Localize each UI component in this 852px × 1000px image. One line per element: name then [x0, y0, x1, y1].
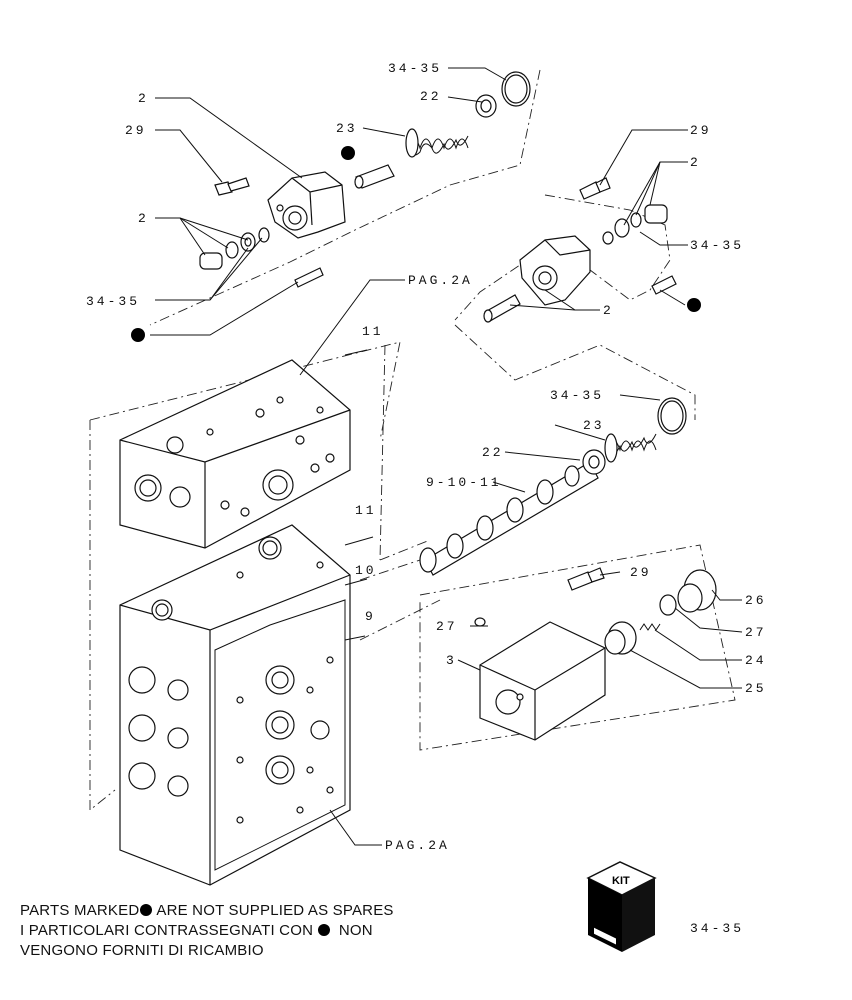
label-34-35: 34-35: [86, 294, 140, 309]
label-10: 10: [355, 563, 377, 578]
label-29: 29: [630, 565, 652, 580]
kit-label: KIT: [612, 875, 630, 887]
note-line-it-2: VENGONO FORNITI DI RICAMBIO: [20, 942, 264, 959]
cover-part-3: [479, 621, 606, 741]
valve-section-upper: [119, 359, 351, 549]
plug-part-2: [199, 252, 223, 270]
not-supplied-marker: [687, 298, 701, 312]
label-9: 9: [365, 609, 376, 624]
label-2: 2: [138, 211, 149, 226]
screw-part-27: [474, 617, 486, 627]
piston-part-25: [604, 621, 637, 655]
label-2: 2: [690, 155, 701, 170]
label-25: 25: [745, 681, 767, 696]
kit-cube-icon: KIT: [586, 861, 657, 952]
assembly-guides: [89, 69, 736, 811]
valve-section-lower: [119, 524, 351, 886]
note-line-en: PARTS MARKED ARE NOT SUPPLIED AS SPARES: [20, 902, 394, 919]
marker-symbol: [318, 924, 331, 936]
label-29: 29: [125, 123, 147, 138]
label-34-35: 34-35: [388, 61, 442, 76]
label-3: 3: [446, 653, 457, 668]
spring-part-23-top: [405, 128, 469, 158]
label-2: 2: [603, 303, 614, 318]
label-34-35: 34-35: [690, 238, 744, 253]
screw-part-29: [214, 177, 250, 196]
label-pag-2a: PAG.2A: [385, 838, 450, 853]
part-labels: 34-35 22 2 29 23 2 34-35 PAG.2A 29 2 34-…: [86, 61, 767, 853]
plug-part-26: [677, 569, 717, 613]
o-ring-part-27: [659, 594, 677, 616]
spring-part-23-mid: [604, 433, 657, 463]
note-text: ARE NOT SUPPLIED AS SPARES: [156, 902, 394, 919]
label-11: 11: [355, 503, 377, 518]
spring-part-24: [639, 623, 661, 631]
label-pag-2a: PAG.2A: [408, 273, 473, 288]
cap-assembly-right: [483, 177, 677, 323]
label-24: 24: [745, 653, 767, 668]
label-22: 22: [482, 445, 504, 460]
label-11: 11: [362, 324, 384, 339]
label-27: 27: [745, 625, 767, 640]
note-text: PARTS MARKED: [20, 902, 140, 919]
label-9-10-11: 9-10-11: [426, 475, 502, 490]
label-23: 23: [336, 121, 358, 136]
note-text: I PARTICOLARI CONTRASSEGNATI CON: [20, 922, 314, 939]
label-2: 2: [138, 91, 149, 106]
note-line-it: I PARTICOLARI CONTRASSEGNATI CON NON: [20, 922, 373, 939]
label-34-35: 34-35: [550, 388, 604, 403]
label-29: 29: [690, 123, 712, 138]
marker-symbol: [140, 904, 153, 916]
note-text: NON: [338, 922, 373, 939]
label-22: 22: [420, 89, 442, 104]
leader-lines: [150, 67, 743, 846]
label-26: 26: [745, 593, 767, 608]
spool-part-9-10-11: [419, 461, 599, 576]
not-supplied-marker: [341, 146, 355, 160]
label-27: 27: [436, 619, 458, 634]
kit-ref-label: 34-35: [690, 921, 744, 936]
cap-assembly-top-left: [199, 164, 395, 288]
not-supplied-marker: [131, 328, 145, 342]
label-23: 23: [583, 418, 605, 433]
